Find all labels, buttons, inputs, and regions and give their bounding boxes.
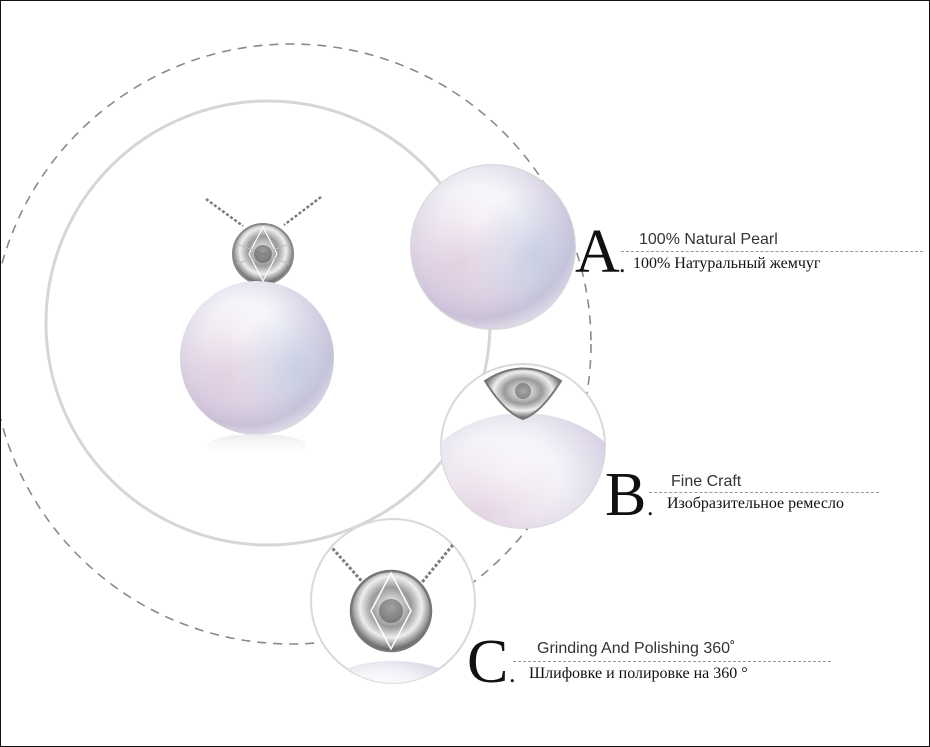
feature-a-dot: . bbox=[619, 249, 626, 278]
feature-c-title-ru: Шлифовке и полировке на 360 ° bbox=[529, 665, 748, 682]
pendant-gemstone bbox=[232, 223, 294, 285]
feature-a-title-en: 100% Natural Pearl bbox=[639, 231, 778, 248]
main-pearl bbox=[180, 281, 334, 458]
feature-c-divider bbox=[513, 661, 831, 662]
detail-circle-b bbox=[440, 363, 606, 529]
feature-a-letter: A bbox=[575, 218, 620, 286]
pendant-chain bbox=[205, 196, 322, 228]
feature-b-letter: B bbox=[605, 461, 647, 529]
detail-circle-c bbox=[310, 518, 476, 684]
feature-b-title-en: Fine Craft bbox=[671, 473, 742, 490]
feature-c-dot: . bbox=[509, 659, 516, 688]
feature-b-divider bbox=[649, 492, 879, 493]
feature-b-dot: . bbox=[647, 492, 654, 521]
feature-c-letter: C bbox=[467, 628, 509, 696]
feature-b-title-ru: Изобразительное ремесло bbox=[667, 495, 844, 512]
feature-a-divider bbox=[621, 251, 923, 252]
dashed-orbit-circle bbox=[1, 43, 592, 645]
feature-a-title-ru: 100% Натуральный жемчуг bbox=[633, 255, 821, 272]
detail-circle-a bbox=[410, 164, 576, 330]
feature-c-title-en: Grinding And Polishing 360˚ bbox=[537, 640, 736, 657]
